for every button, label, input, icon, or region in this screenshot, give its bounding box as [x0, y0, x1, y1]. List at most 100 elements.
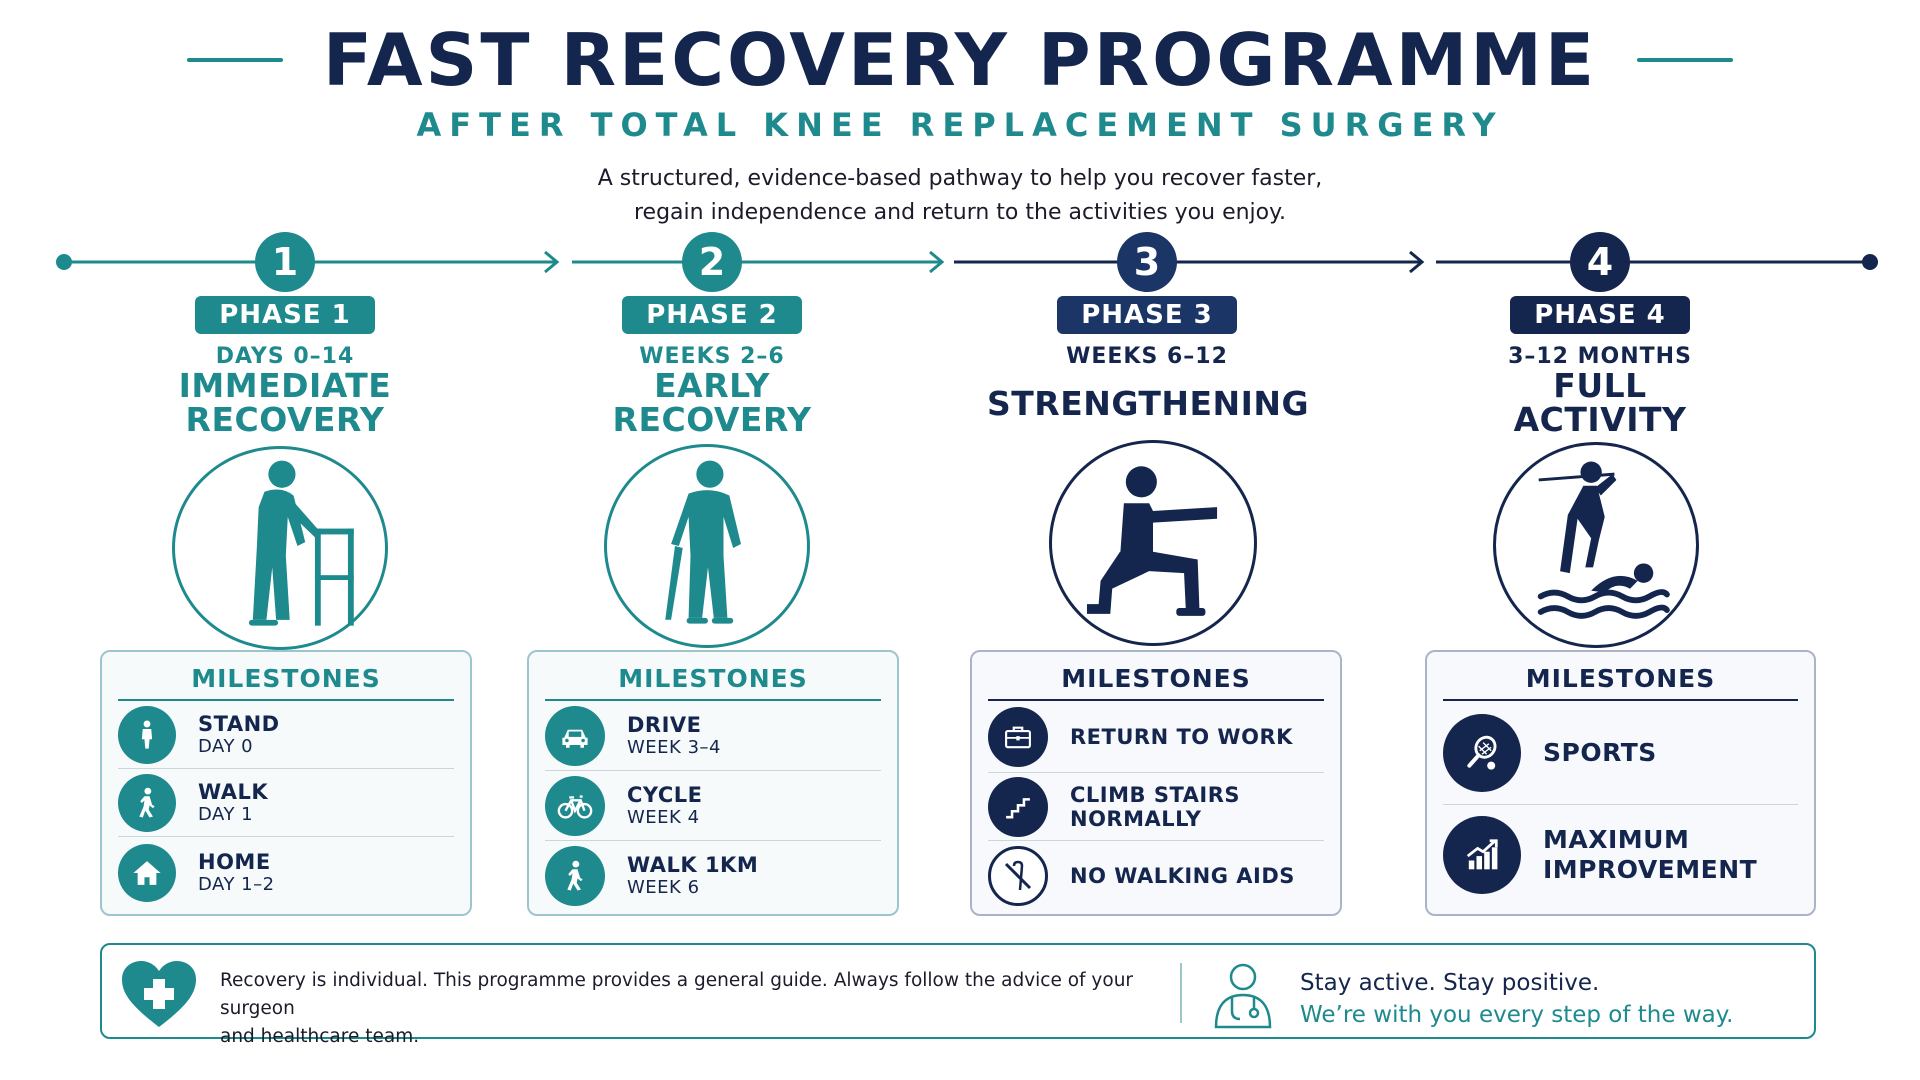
growth-chart-icon [1443, 816, 1521, 894]
phase-2-period: WEEKS 2–6 [639, 344, 785, 369]
title-row: FAST RECOVERY PROGRAMME [0, 18, 1920, 102]
phase-3-number: 3 [1134, 240, 1160, 284]
timeline-arrow-3 [1409, 250, 1425, 274]
phase-1-number-circle [255, 232, 315, 292]
phase-1-pill: PHASE 1 [195, 296, 375, 334]
phase-3-milestones-title: MILESTONES [1061, 664, 1251, 693]
footer-banner: Recovery is individual. This programme p… [100, 943, 1816, 1047]
milestone-item: SPORTS [1443, 701, 1798, 805]
car-icon [545, 705, 605, 766]
phase-4-illustration [1493, 442, 1699, 648]
bicycle-icon [545, 775, 605, 836]
milestone-timing: DAY 1 [198, 803, 254, 825]
timeline-end-dot [1862, 254, 1878, 270]
person-with-walker-icon [248, 460, 354, 626]
title-right-dash [1637, 58, 1734, 62]
milestone-timing: WEEK 6 [627, 877, 700, 898]
milestone-timing: DAY 1–2 [198, 874, 275, 895]
phase-2-name-line-1: EARLY [654, 366, 770, 405]
milestone-timing: WEEK 4 [627, 806, 700, 828]
milestone-label: CLIMB STAIRS [1070, 782, 1241, 807]
milestone-label: RETURN TO WORK [1070, 724, 1293, 749]
phase-4-milestones-rule [1443, 699, 1798, 701]
doctor-icon [1214, 963, 1272, 1029]
standing-person-icon [118, 705, 176, 764]
header: FAST RECOVERY PROGRAMME AFTER TOTAL KNEE… [0, 18, 1920, 144]
milestone-label-line-2: NORMALLY [1070, 806, 1202, 831]
phase-2-name-line-2: RECOVERY [612, 400, 812, 439]
lunge-exercise-icon [1086, 466, 1218, 616]
title-left-dash [186, 58, 283, 62]
milestone-timing: DAY 0 [198, 735, 254, 757]
phase-4-name-line-1: FULL [1553, 366, 1647, 405]
page-subtitle: AFTER TOTAL KNEE REPLACEMENT SURGERY [416, 106, 1504, 144]
milestone-label: MAXIMUM [1543, 825, 1690, 854]
phase-1-header: PHASE 1 DAYS 0–14 IMMEDIATE RECOVERY [135, 296, 435, 437]
footer-message-line-2: We’re with you every step of the way. [1300, 1002, 1734, 1028]
milestone-label: WALK 1KM [627, 853, 759, 877]
milestone-label: NO WALKING AIDS [1070, 864, 1295, 888]
phase-4-number-circle [1570, 232, 1630, 292]
phase-2-milestones-title: MILESTONES [618, 664, 808, 693]
footer-disclaimer-line-2: and healthcare team. [220, 1026, 420, 1047]
milestone-label: SPORTS [1543, 737, 1657, 767]
footer-message-line-1: Stay active. Stay positive. [1300, 970, 1600, 996]
milestone-item: WALK DAY 1 [118, 769, 454, 837]
phase-timeline: 1 2 3 4 [56, 232, 1878, 292]
milestone-item: MAXIMUM IMPROVEMENT [1443, 805, 1798, 905]
milestone-item: STAND DAY 0 [118, 701, 454, 769]
milestone-item: WALK 1KM WEEK 6 [545, 841, 881, 911]
footer-disclaimer-line-1: Recovery is individual. This programme p… [220, 970, 1134, 1019]
milestone-label: CYCLE [627, 782, 703, 807]
phase-1-name-line-1: IMMEDIATE [178, 366, 392, 405]
phase-4-header: PHASE 4 3–12 MONTHS FULL ACTIVITY [1450, 296, 1750, 437]
no-cane-icon [988, 846, 1048, 906]
phase-3-milestones-rule [988, 699, 1324, 701]
golf-and-swim-icon [1537, 461, 1670, 619]
phase-1-period: DAYS 0–14 [215, 344, 355, 369]
phase-1-name-line-2: RECOVERY [185, 400, 385, 439]
stairs-icon [988, 776, 1048, 837]
phase-4-milestones-title: MILESTONES [1525, 664, 1716, 693]
intro-text: A structured, evidence-based pathway to … [460, 162, 1460, 230]
phase-2-milestones-card: MILESTONES DRIVE WEEK 3–4 CYCLE WEEK 4 W… [527, 650, 899, 916]
milestone-item: RETURN TO WORK [988, 701, 1324, 773]
phase-2-milestones-rule [545, 699, 881, 701]
milestone-item: DRIVE WEEK 3–4 [545, 701, 881, 771]
phase-2-number-circle [682, 232, 742, 292]
phase-3-pill: PHASE 3 [1057, 296, 1237, 334]
intro-line-2: regain independence and return to the ac… [634, 200, 1286, 225]
phase-4-milestones-card: MILESTONES SPORTS MAXIMUM IMPROVEMENT [1425, 650, 1816, 916]
milestone-label: STAND [198, 711, 280, 736]
phase-4-name-line-2: ACTIVITY [1513, 400, 1687, 439]
phase-2-pill: PHASE 2 [622, 296, 802, 334]
milestone-label: WALK [198, 779, 269, 804]
home-icon [118, 844, 176, 902]
milestone-item: CLIMB STAIRS NORMALLY [988, 773, 1324, 841]
milestone-item: NO WALKING AIDS [988, 841, 1324, 911]
phase-1-number: 1 [272, 240, 298, 284]
milestone-item: HOME DAY 1–2 [118, 837, 454, 909]
footer-divider [1180, 963, 1182, 1023]
phase-3-period: WEEKS 6–12 [1066, 344, 1228, 369]
phase-1-illustration [172, 446, 388, 650]
phase-2-number: 2 [699, 240, 725, 284]
milestone-timing: WEEK 3–4 [627, 736, 721, 758]
phase-4-number: 4 [1587, 240, 1613, 284]
timeline-start-dot [56, 254, 72, 270]
phase-4-period: 3–12 MONTHS [1508, 344, 1692, 369]
milestone-item: CYCLE WEEK 4 [545, 771, 881, 841]
walking-person-icon [118, 773, 176, 832]
milestone-label: DRIVE [627, 712, 702, 737]
walking-person-icon [545, 846, 605, 906]
footer-disclaimer: Recovery is individual. This programme p… [220, 967, 1160, 1051]
briefcase-icon [988, 706, 1048, 767]
phase-3-number-circle [1117, 232, 1177, 292]
phase-4-pill: PHASE 4 [1510, 296, 1690, 334]
phase-3-header: PHASE 3 WEEKS 6–12 STRENGTHENING [987, 296, 1310, 423]
milestone-label-line-2: IMPROVEMENT [1543, 855, 1758, 884]
milestone-label: HOME [198, 850, 271, 874]
person-with-cane-icon [665, 460, 741, 624]
phase-1-milestones-rule [118, 699, 454, 701]
phase-3-name: STRENGTHENING [987, 384, 1310, 423]
